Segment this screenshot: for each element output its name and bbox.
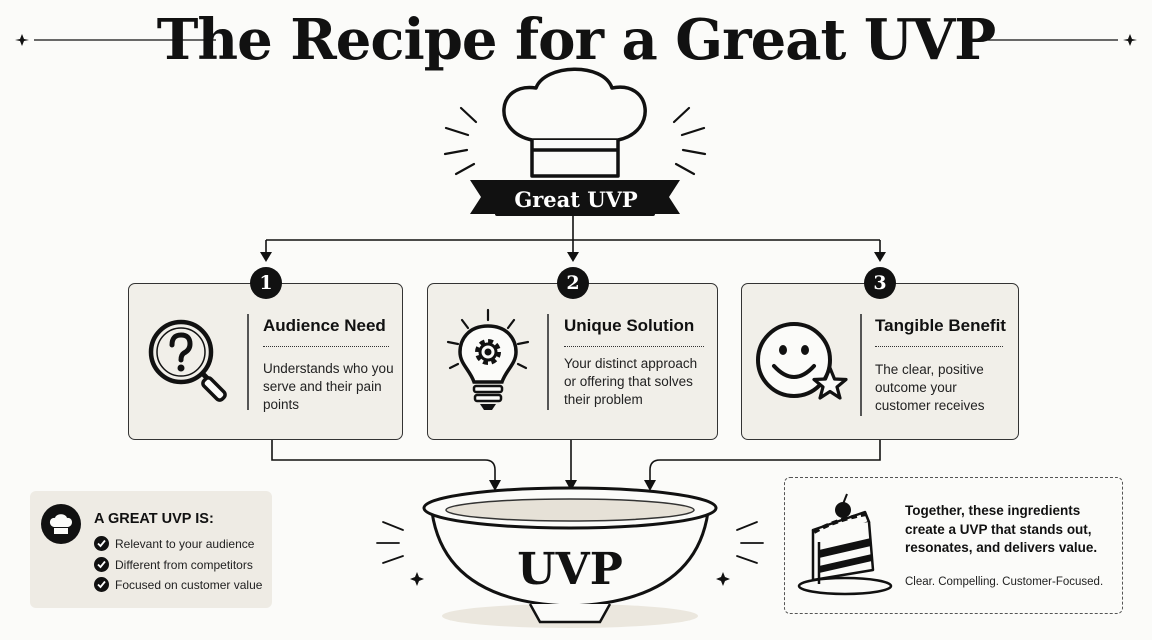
card-separator [860,314,862,416]
ingredient-card-unique-solution: Unique Solution Your distinct approach o… [427,283,718,440]
check-icon [94,536,109,551]
cake-slice-icon [797,493,893,596]
qualities-heading: A GREAT UVP IS: [94,511,214,527]
card-title: Tangible Benefit [875,316,1006,335]
top-connectors [265,216,881,254]
check-icon [94,577,109,592]
summary-tagline: Clear. Compelling. Customer-Focused. [905,576,1104,588]
sparkle-left-icon [15,34,29,46]
card-title: Unique Solution [564,316,695,335]
card-description: The clear, positive outcome your custome… [875,362,985,413]
bowl-rays [376,521,764,564]
sparkle-icon [410,572,730,586]
bottom-arrowheads [489,480,656,491]
summary-text: Together, these ingredients create a UVP… [905,503,1098,555]
ingredient-card-audience-need: Audience Need Understands who you serve … [128,283,403,440]
title-decoration [15,34,1137,46]
bowl-label: UVP [517,544,623,595]
card-separator [247,314,249,410]
card-description: Understands who you serve and their pain… [263,361,394,412]
card-rule [263,346,389,347]
sparkle-right-icon [1123,34,1137,46]
card-title: Audience Need [263,316,386,335]
card-rule [875,346,1003,347]
lightbulb-gear-icon [446,308,530,410]
bottom-connectors [271,440,881,482]
page-title: The Recipe for a Great UVP [156,7,997,73]
banner-label: Great UVP [514,187,638,212]
step-badge-1: 1 [250,267,282,299]
qualities-panel: A GREAT UVP IS: Relevant to your audienc… [30,491,272,608]
step-badge-3: 3 [864,267,896,299]
summary-panel: Together, these ingredients create a UVP… [784,477,1123,614]
smiley-star-icon [756,322,848,400]
hat-rays [443,106,707,176]
ingredient-card-tangible-benefit: Tangible Benefit The clear, positive out… [741,283,1019,440]
quality-item: Focused on customer value [115,578,263,592]
magnifier-question-icon [148,319,227,402]
top-arrowheads [260,252,886,262]
card-separator [547,314,549,410]
quality-item: Relevant to your audience [115,537,255,551]
step-badge-2: 2 [557,267,589,299]
banner-ribbon [470,180,680,216]
card-rule [564,346,704,347]
chef-hat-icon [41,504,81,544]
chef-hat-icon [502,67,647,178]
card-description: Your distinct approach or offering that … [564,356,698,407]
mixing-bowl-icon [422,486,718,628]
quality-item: Different from competitors [115,558,253,572]
check-icon [94,557,109,572]
